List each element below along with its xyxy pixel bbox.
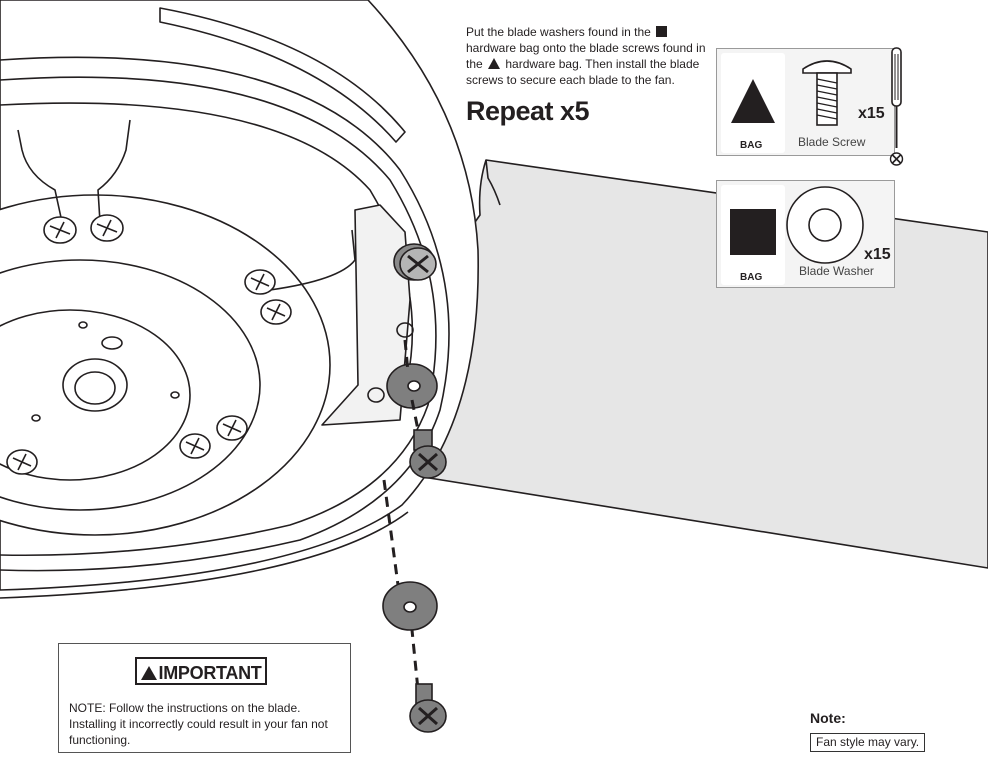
note-label: Note: [810, 710, 846, 726]
hardware-bag [721, 53, 785, 153]
important-title: IMPORTANT [135, 657, 267, 685]
instruction-part-1: Put the blade washers found in the [466, 25, 651, 39]
blade-screw-qty: x15 [858, 105, 885, 122]
instruction-part-3: hardware bag. Then install the blade scr… [466, 57, 700, 87]
hardware-box-blade-washer: BAG x15 Blade Washer [716, 180, 895, 288]
black-square-icon [656, 26, 668, 37]
blade-screw-name: Blade Screw [798, 135, 866, 149]
hardware-bag [721, 185, 785, 285]
bag-square-icon [730, 209, 776, 255]
important-text: NOTE: Follow the instructions on the bla… [69, 701, 328, 747]
hardware-box-blade-screw: BAG x15 Blade Screw [716, 48, 895, 156]
bag-triangle-icon [731, 79, 775, 123]
fan-blade [391, 159, 988, 569]
bag-label: BAG [740, 272, 763, 283]
important-title-text: IMPORTANT [158, 663, 262, 683]
important-notice-box: IMPORTANT NOTE: Follow the instructions … [58, 643, 351, 753]
blade-washer-qty: x15 [864, 246, 891, 263]
repeat-heading: Repeat x5 [466, 96, 590, 126]
blade-washer-name: Blade Washer [799, 264, 874, 278]
black-triangle-icon [488, 58, 501, 69]
warning-icon [140, 666, 157, 680]
note-text: Fan style may vary. [810, 733, 926, 752]
screwdriver-icon [889, 47, 904, 166]
blade-screw-icon [802, 60, 852, 126]
bag-label: BAG [740, 140, 763, 151]
instruction-part-2: hardware bag onto the blade screws found… [466, 41, 706, 71]
instruction-text: Put the blade washers found in the hardw… [466, 24, 716, 88]
blade-washer-icon [786, 186, 864, 264]
